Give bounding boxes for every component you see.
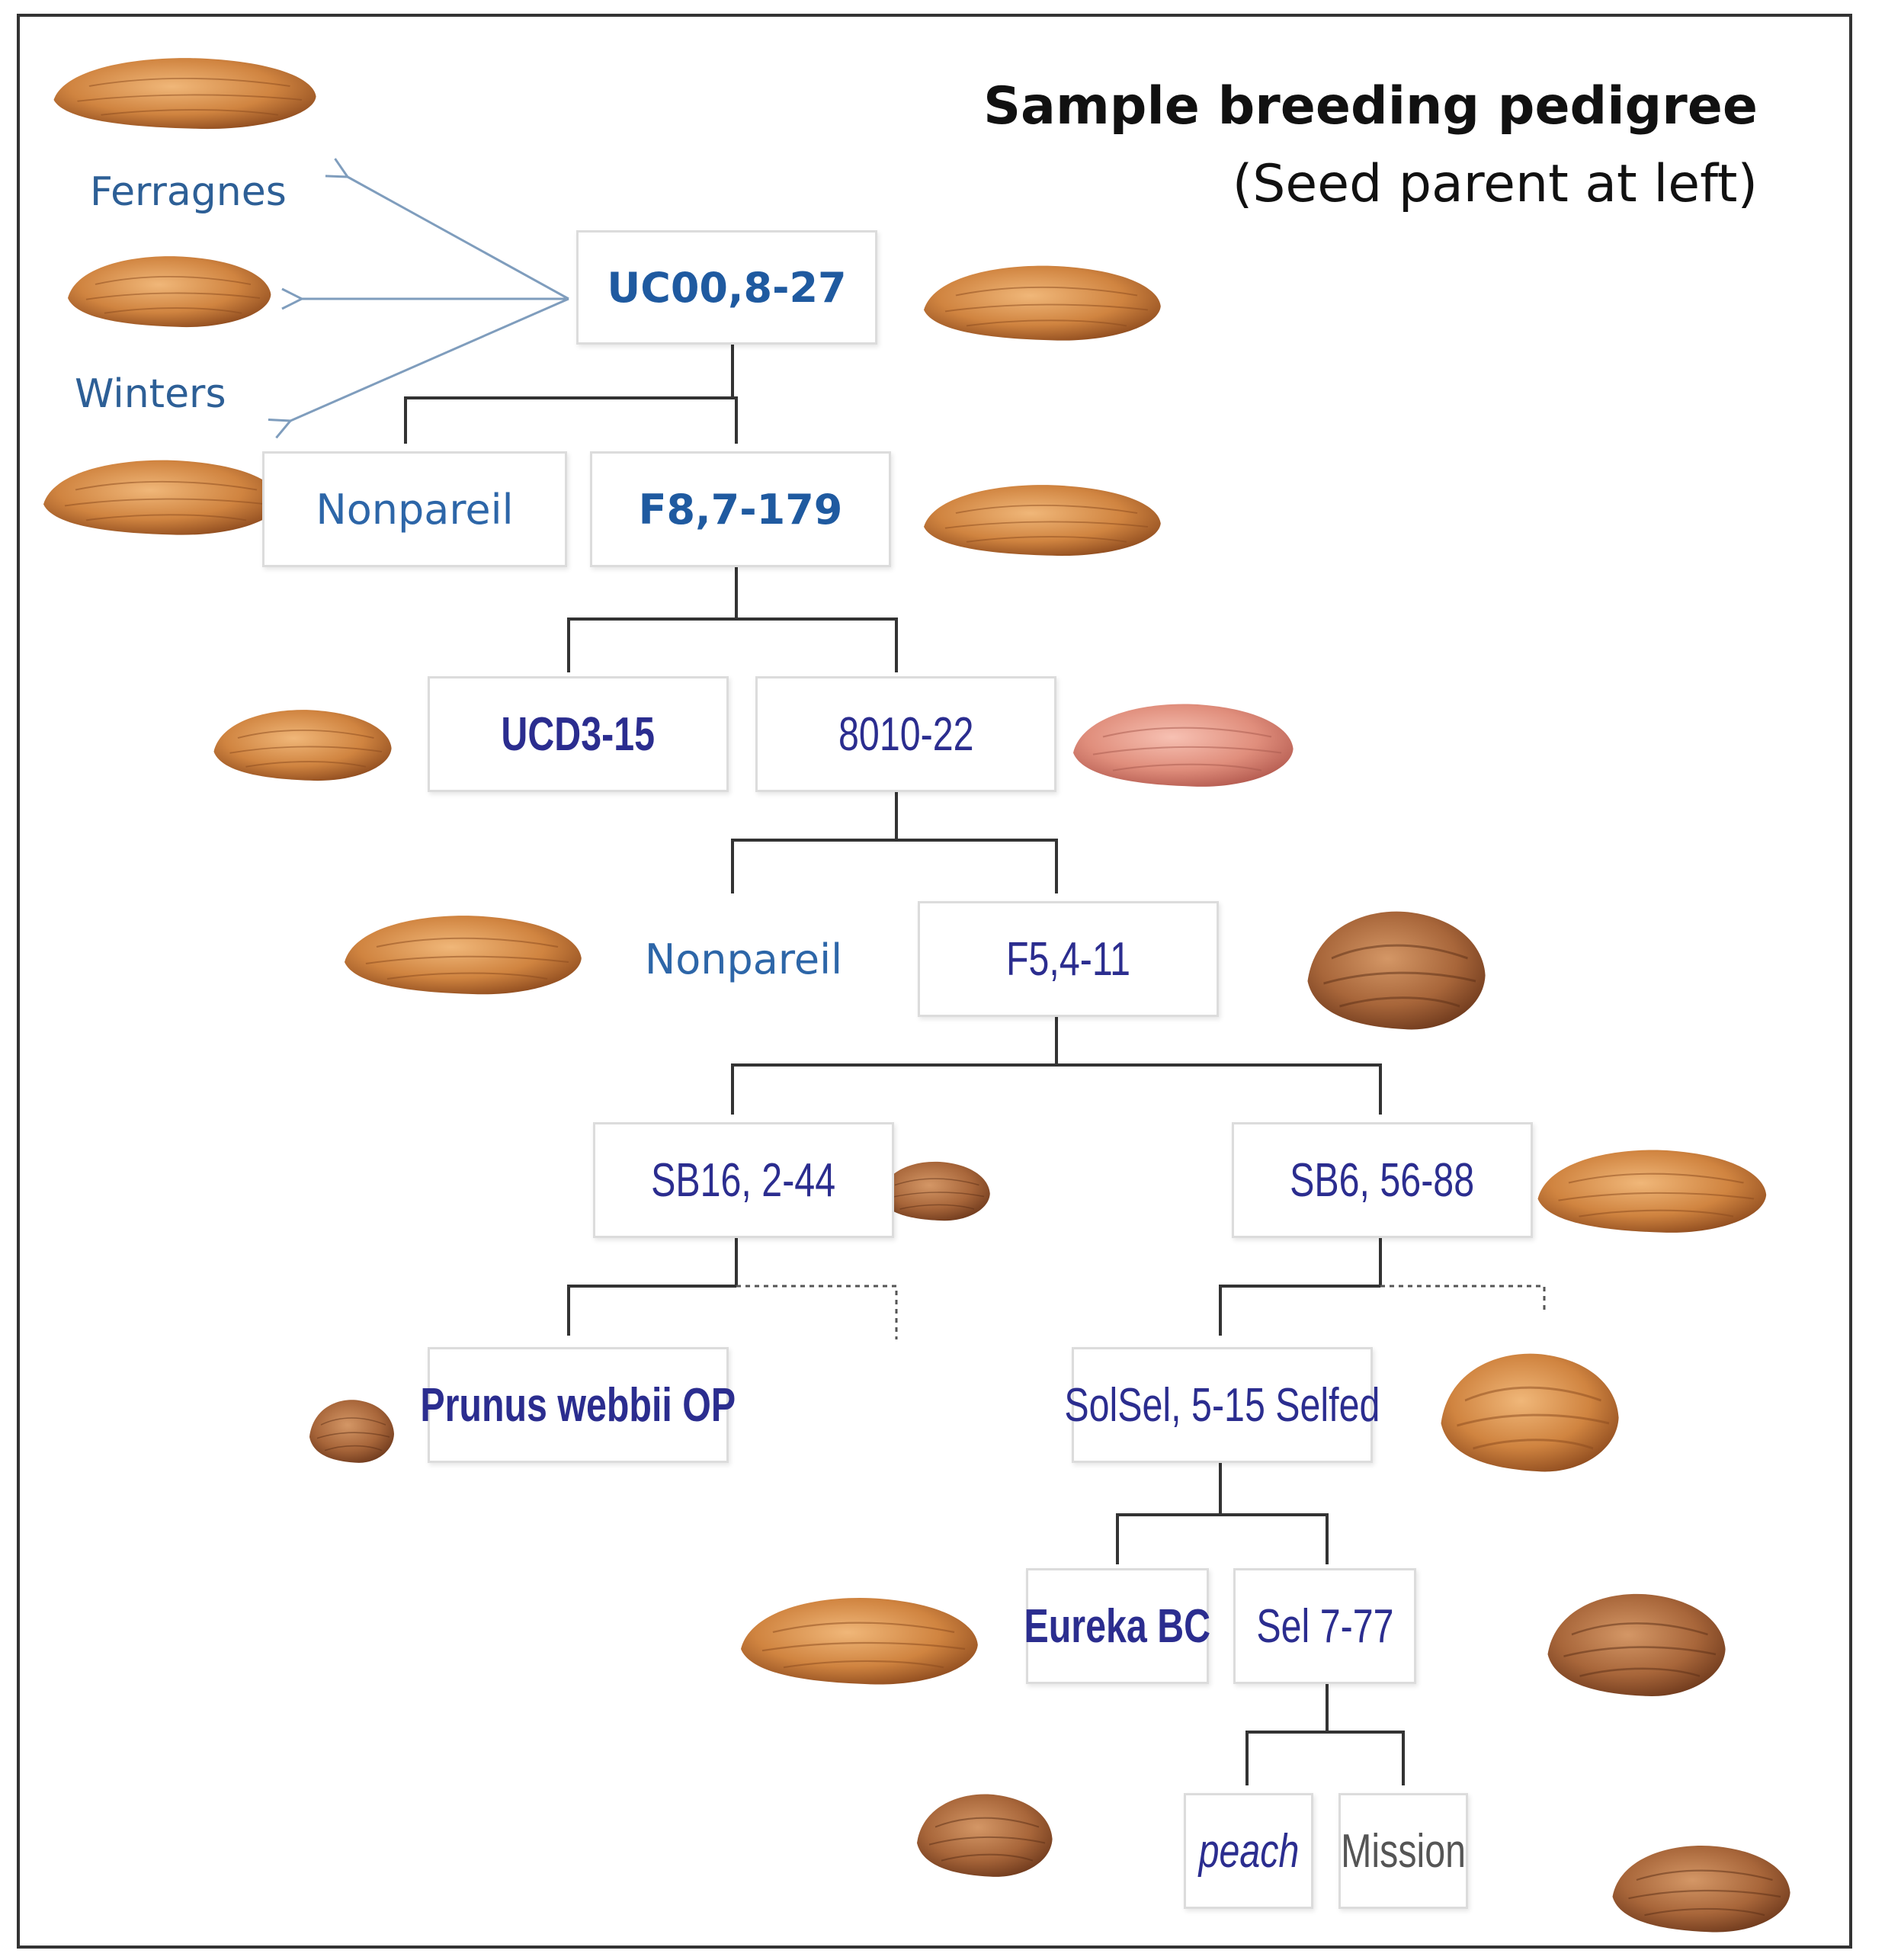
almond-photo	[1441, 1353, 1619, 1472]
almond-photo	[1612, 1845, 1790, 1933]
almond-photo	[924, 485, 1161, 557]
pedigree-node-sel-7-77: Sel 7-77	[1233, 1568, 1416, 1684]
connector-n13	[1245, 1683, 1405, 1785]
pedigree-node-sb16-2-44: SB16, 2-44	[593, 1122, 894, 1238]
almond-photo	[68, 256, 271, 328]
node-label: F8,7-179	[638, 485, 843, 534]
parent-arrows	[290, 177, 569, 421]
node-label: F5,4-11	[1005, 932, 1131, 986]
node-label: SB16, 2-44	[651, 1153, 836, 1207]
almond-photo	[1073, 704, 1294, 787]
pedigree-node-ucd3-15: UCD3-15	[428, 676, 729, 792]
almond-photo	[43, 460, 281, 535]
side-label-winters: Winters	[75, 371, 226, 417]
node-label: SolSel, 5-15 Selfed	[1064, 1378, 1380, 1432]
node-label: UC00,8-27	[607, 263, 847, 312]
almond-photo	[213, 710, 392, 781]
diagram-subtitle: (Seed parent at left)	[1232, 154, 1758, 214]
pedigree-node-f8-7-179: F8,7-179	[590, 451, 891, 567]
pedigree-node-eureka-bc: Eureka BC	[1024, 1568, 1211, 1684]
connectors	[404, 345, 1405, 1785]
connector-n5	[731, 787, 1058, 893]
node-label: Nonpareil	[316, 485, 514, 534]
arrow-to-winters	[290, 297, 569, 421]
almond-photo	[917, 1794, 1053, 1877]
node-label: SB6, 56-88	[1290, 1153, 1475, 1207]
pedigree-node-prunus-webbii-op: Prunus webbii OP	[421, 1347, 736, 1463]
pedigree-node-f5-4-11: F5,4-11	[918, 901, 1219, 1017]
side-label-ferragnes: Ferragnes	[90, 169, 287, 215]
connector-n3	[567, 566, 898, 672]
almond-photo	[880, 1161, 990, 1221]
node-label: Nonpareil	[644, 935, 843, 983]
connector-n11	[1116, 1461, 1329, 1564]
node-label: 8010-22	[838, 707, 974, 761]
almond-photo	[309, 1400, 394, 1463]
almond-photo	[1547, 1593, 1726, 1696]
connector-n9	[1219, 1237, 1382, 1336]
pedigree-node-uc00-8-27: UC00,8-27	[576, 230, 877, 345]
pedigree-node-mission: Mission	[1338, 1793, 1468, 1909]
pedigree-node-nonpareil-2: Nonpareil	[593, 901, 894, 1017]
almond-photo	[1307, 911, 1486, 1030]
node-label: Eureka BC	[1024, 1599, 1211, 1653]
node-label: UCD3-15	[501, 707, 656, 761]
arrow-to-ferragnes	[348, 177, 569, 300]
dashed-connector-n9	[1380, 1285, 1546, 1313]
almond-photos	[43, 58, 1790, 1933]
pedigree-node-8010-22: 8010-22	[755, 676, 1056, 792]
almond-photo	[53, 58, 316, 130]
almond-photo	[345, 916, 582, 995]
connector-n7	[731, 1012, 1382, 1115]
dashed-connector-n8	[736, 1285, 898, 1339]
unknown-parent-connectors	[736, 1285, 1546, 1339]
pedigree-node-peach: peach	[1184, 1793, 1313, 1909]
node-label: peach	[1198, 1824, 1299, 1878]
diagram-title: Sample breeding pedigree	[983, 76, 1758, 136]
connector-n8	[567, 1237, 738, 1336]
figure-frame: Sample breeding pedigree (Seed parent at…	[17, 14, 1852, 1949]
almond-photo	[924, 265, 1161, 341]
node-label: Sel 7-77	[1255, 1599, 1394, 1653]
almond-photo	[1537, 1150, 1767, 1233]
node-label: Prunus webbii OP	[420, 1378, 736, 1432]
connector-n1	[404, 345, 738, 444]
almond-photo	[741, 1597, 978, 1685]
pedigree-node-solsel-5-15-selfed: SolSel, 5-15 Selfed	[1064, 1347, 1380, 1463]
pedigree-node-sb6-56-88: SB6, 56-88	[1232, 1122, 1533, 1238]
pedigree-diagram	[43, 58, 1790, 1933]
node-label: Mission	[1341, 1824, 1466, 1878]
pedigree-node-nonpareil-1: Nonpareil	[262, 451, 567, 567]
